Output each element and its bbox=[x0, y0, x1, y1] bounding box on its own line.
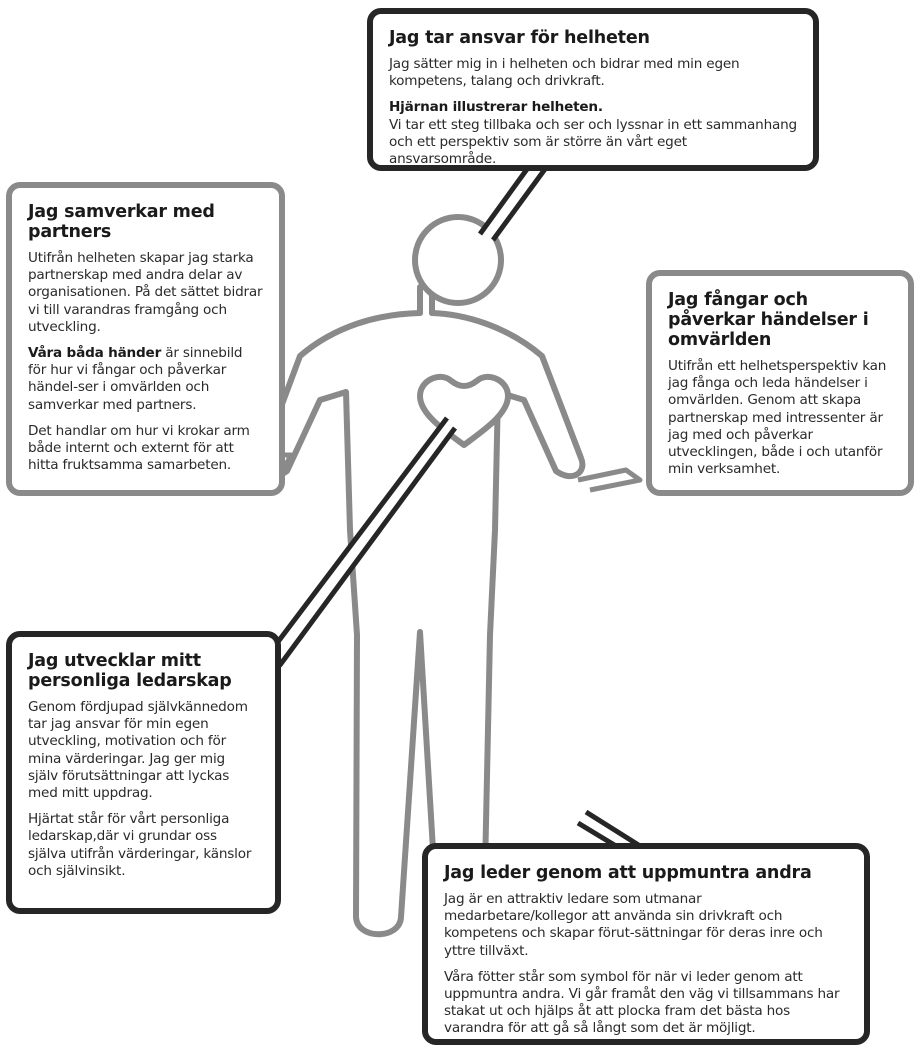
callout-helheten-title: Jag tar ansvar för helheten bbox=[389, 28, 650, 48]
callout-uppmuntra-text-1: Jag är en attraktiv ledare som utmanar m… bbox=[444, 891, 823, 959]
callout-uppmuntra-text-2: Våra fötter står som symbol för när vi l… bbox=[444, 968, 840, 1037]
callout-helheten: Jag tar ansvar för helheten Jag sätter m… bbox=[367, 8, 819, 171]
callout-partners-text-3: Det handlar om hur vi krokar arm både in… bbox=[28, 422, 250, 474]
callout-omvarlden-text-1: Utifrån ett helhetsperspektiv kan jag få… bbox=[668, 358, 887, 478]
head bbox=[412, 214, 504, 306]
callout-helheten-text-1: Jag sätter mig in i helheten och bidrar … bbox=[389, 56, 740, 90]
callout-partners-text-1: Utifrån helheten skapar jag starka partn… bbox=[28, 250, 263, 335]
callout-partners-bold: Våra båda händer bbox=[28, 345, 162, 362]
callout-omvarlden: Jag fångar och påverkar händelser i omvä… bbox=[646, 270, 914, 496]
callout-uppmuntra: Jag leder genom att uppmuntra andra Jag … bbox=[422, 843, 870, 1045]
callout-partners: Jag samverkar med partners Utifrån helhe… bbox=[6, 182, 285, 496]
callout-omvarlden-title: Jag fångar och påverkar händelser i omvä… bbox=[668, 290, 869, 350]
callout-ledarskap: Jag utvecklar mitt personliga ledarskap … bbox=[6, 631, 281, 914]
connector-right-hand bbox=[577, 467, 643, 493]
callout-helheten-text-2-body: Vi tar ett steg tillbaka och ser och lys… bbox=[389, 116, 797, 168]
connector-foot bbox=[576, 809, 643, 849]
connector-head bbox=[477, 162, 551, 242]
callout-helheten-bold: Hjärnan illustrerar helheten. bbox=[389, 99, 603, 116]
callout-partners-title: Jag samverkar med partners bbox=[28, 202, 215, 242]
callout-ledarskap-text-2: Hjärtat står för vårt personliga ledarsk… bbox=[28, 811, 252, 879]
callout-uppmuntra-title: Jag leder genom att uppmuntra andra bbox=[444, 863, 812, 883]
callout-ledarskap-title: Jag utvecklar mitt personliga ledarskap bbox=[28, 651, 232, 691]
body-outline bbox=[257, 310, 586, 938]
callout-partners-text-2-body: är sinnebild för hur vi fångar och påver… bbox=[28, 345, 243, 413]
callout-partners-text-2: Våra båda händer är sinnebild för hur vi… bbox=[28, 345, 263, 414]
callout-ledarskap-text-1: Genom fördjupad självkännedom tar jag an… bbox=[28, 699, 248, 802]
callout-helheten-text-2: Hjärnan illustrerar helheten.Vi tar ett … bbox=[389, 99, 797, 168]
